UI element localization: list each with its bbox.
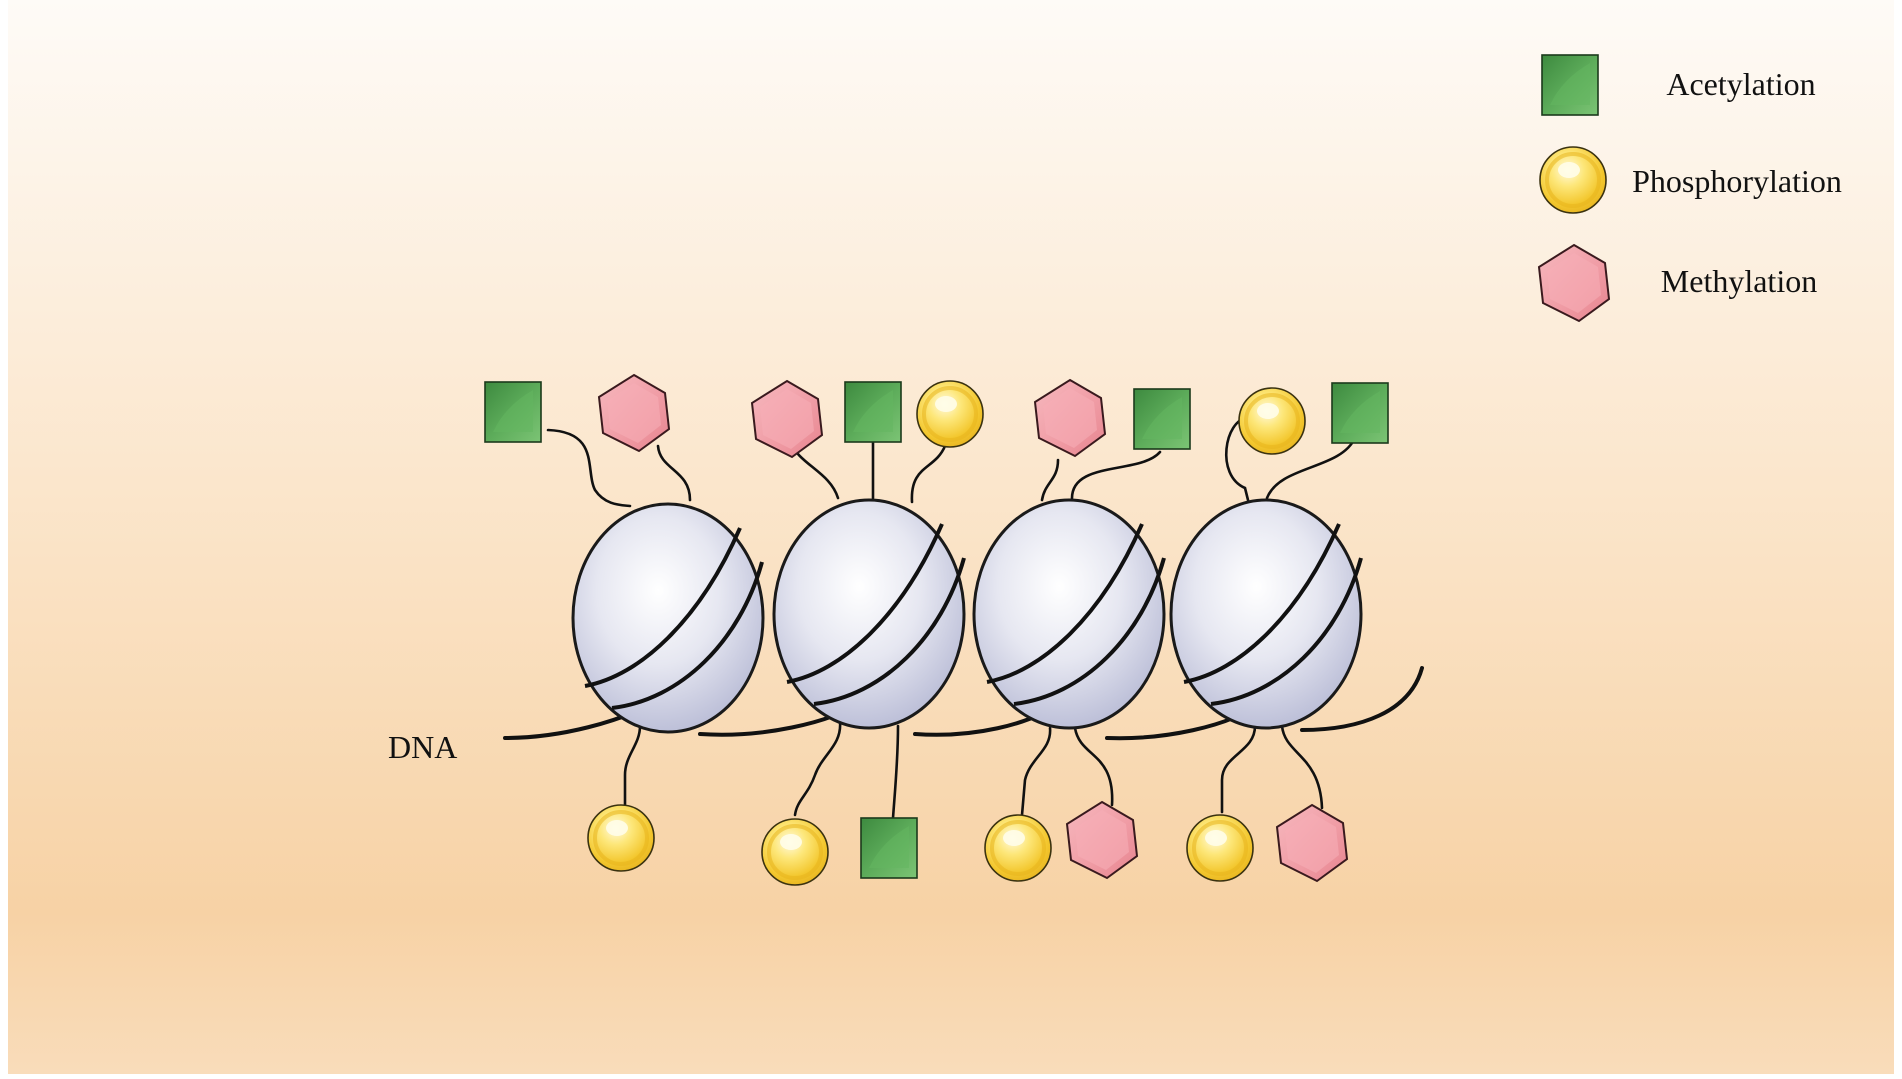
nucleosome <box>972 498 1166 730</box>
legend-phosphorylation-icon <box>1538 145 1608 215</box>
dna-segment <box>1300 666 1424 732</box>
phosphorylation-marker <box>915 379 985 449</box>
acetylation-marker <box>484 381 542 443</box>
left-edge <box>0 0 8 1074</box>
tethers <box>546 416 1357 820</box>
acetylation-marker <box>1133 388 1191 450</box>
nucleosome <box>571 502 765 734</box>
legend-methylation-label: Methylation <box>1661 263 1817 299</box>
nucleosome <box>1169 498 1363 730</box>
legend-phosphorylation-label: Phosphorylation <box>1632 163 1842 199</box>
legend: Acetylation Phosphorylation Methylation <box>1538 54 1842 322</box>
dna-label: DNA <box>388 729 457 765</box>
legend-acetylation-icon <box>1541 54 1599 116</box>
phosphorylation-marker <box>760 817 830 887</box>
phosphorylation-marker <box>586 803 656 873</box>
phosphorylation-marker <box>1237 386 1307 456</box>
nucleosome <box>772 498 966 730</box>
phosphorylation-marker <box>983 813 1053 883</box>
right-edge <box>1894 0 1902 1074</box>
acetylation-marker <box>860 817 918 879</box>
legend-acetylation-label: Acetylation <box>1666 66 1815 102</box>
acetylation-marker <box>844 381 902 443</box>
acetylation-marker <box>1331 382 1389 444</box>
phosphorylation-marker <box>1185 813 1255 883</box>
